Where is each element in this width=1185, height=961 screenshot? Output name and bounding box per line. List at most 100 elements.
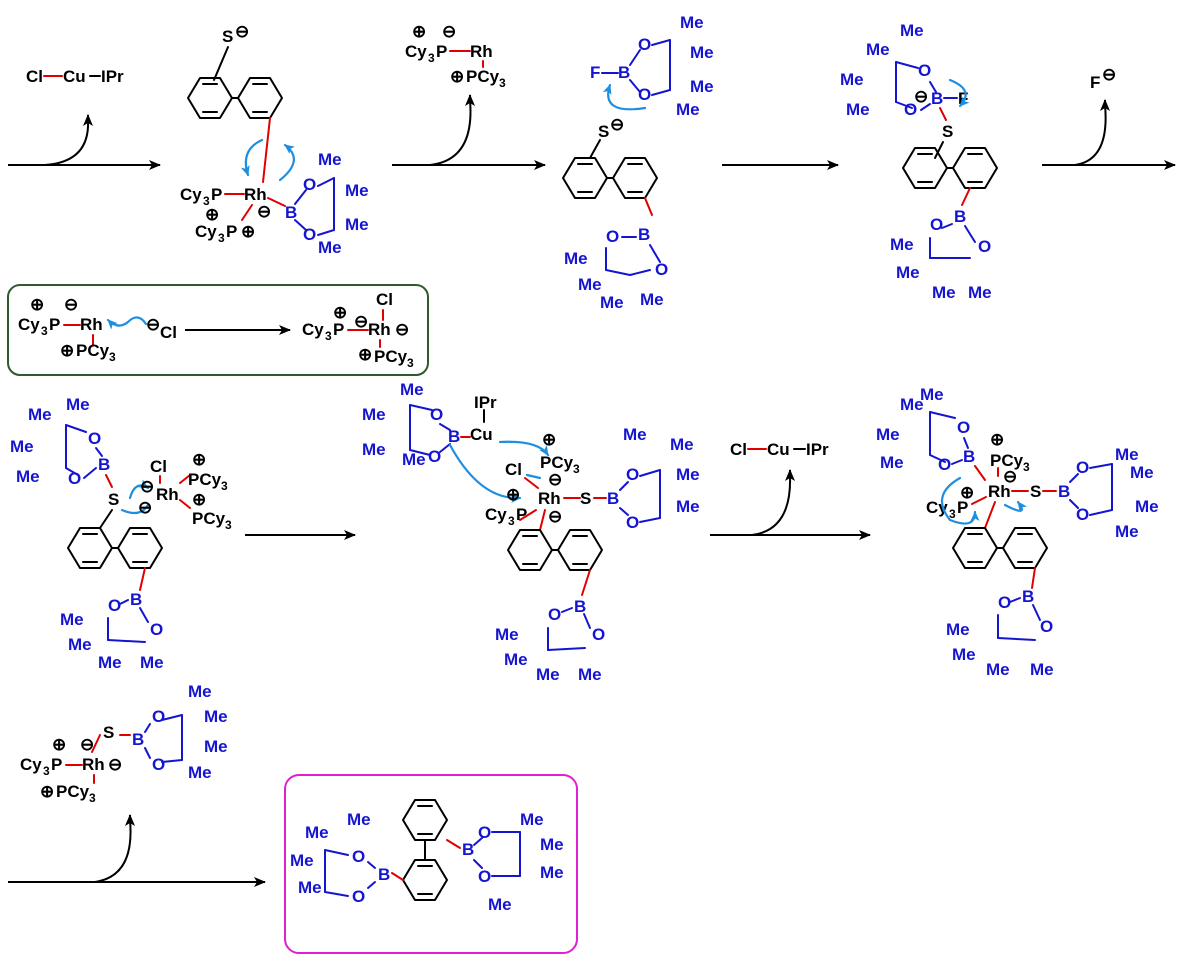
svg-text:⊕: ⊕ <box>52 735 66 754</box>
reaction-arrow-6: Cl Cu IPr <box>710 440 871 540</box>
svg-text:O: O <box>638 35 651 54</box>
svg-text:O: O <box>352 887 365 906</box>
svg-text:Me: Me <box>564 249 588 268</box>
svg-text:3: 3 <box>89 791 96 805</box>
svg-text:O: O <box>1040 617 1053 636</box>
svg-text:3: 3 <box>1023 460 1030 474</box>
svg-text:B: B <box>448 427 460 446</box>
svg-text:Me: Me <box>204 737 228 756</box>
svg-text:Me: Me <box>188 763 212 782</box>
svg-text:B: B <box>130 590 142 609</box>
svg-text:⊕: ⊕ <box>412 22 426 41</box>
svg-text:Rh: Rh <box>244 185 267 204</box>
svg-text:O: O <box>303 175 316 194</box>
svg-text:⊖: ⊖ <box>548 470 562 489</box>
svg-text:Me: Me <box>520 810 544 829</box>
svg-text:O: O <box>638 85 651 104</box>
svg-text:PCy: PCy <box>188 470 222 489</box>
svg-text:P: P <box>957 498 968 517</box>
svg-text:Me: Me <box>676 465 700 484</box>
svg-text:O: O <box>478 823 491 842</box>
svg-text:Me: Me <box>932 283 956 302</box>
svg-text:PCy: PCy <box>374 347 408 366</box>
svg-text:O: O <box>68 469 81 488</box>
svg-text:⊕: ⊕ <box>542 430 556 449</box>
svg-text:Me: Me <box>362 440 386 459</box>
svg-text:3: 3 <box>949 507 956 521</box>
svg-text:Me: Me <box>28 405 52 424</box>
svg-text:⊖: ⊖ <box>64 295 78 314</box>
svg-text:Me: Me <box>896 263 920 282</box>
svg-text:Me: Me <box>1115 522 1139 541</box>
svg-text:Me: Me <box>204 707 228 726</box>
svg-text:⊖: ⊖ <box>442 22 456 41</box>
svg-text:3: 3 <box>325 329 332 343</box>
svg-text:Cy: Cy <box>302 320 324 339</box>
svg-text:Cl: Cl <box>376 290 393 309</box>
svg-text:PCy: PCy <box>76 341 110 360</box>
svg-text:O: O <box>918 61 931 80</box>
svg-text:O: O <box>150 620 163 639</box>
svg-text:Cl: Cl <box>730 440 747 459</box>
svg-text:P: P <box>516 505 527 524</box>
svg-text:Me: Me <box>952 645 976 664</box>
svg-text:⊕: ⊕ <box>450 67 464 86</box>
rh-thioboronate-byproduct: Me Me Me Me O O B S ⊕ ⊖ Cy 3 P Rh ⊖ ⊕ PC… <box>20 682 228 805</box>
svg-text:Cu: Cu <box>767 440 790 459</box>
svg-text:B: B <box>132 730 144 749</box>
rh-boryl-aryl-complex: Me Me Me Me O O B ⊕ PCy 3 ⊖ Rh S B O O M… <box>876 385 1159 679</box>
svg-text:Cy: Cy <box>195 222 217 241</box>
svg-text:Me: Me <box>504 650 528 669</box>
svg-text:Me: Me <box>578 665 602 684</box>
svg-text:Me: Me <box>488 895 512 914</box>
svg-text:Me: Me <box>690 77 714 96</box>
svg-text:⊖: ⊖ <box>80 735 94 754</box>
svg-text:S: S <box>598 122 609 141</box>
chloride-coordination-box: ⊕ ⊖ Cy 3 P Rh ⊕ PCy 3 ⊖ Cl Cl ⊕ ⊖ Cy 3 P… <box>7 284 429 376</box>
svg-text:Cy: Cy <box>18 315 40 334</box>
svg-text:⊖: ⊖ <box>146 315 160 334</box>
svg-text:⊖: ⊖ <box>1003 467 1017 486</box>
svg-text:⊕: ⊕ <box>990 430 1004 449</box>
svg-text:⊖: ⊖ <box>235 22 249 41</box>
svg-text:Me: Me <box>345 181 369 200</box>
svg-text:Me: Me <box>540 863 564 882</box>
svg-text:⊕: ⊕ <box>30 295 44 314</box>
rh-chloride-thioboronate-complex: Me Me Me Me O O B S Cl ⊖ Rh ⊖ ⊕ PCy 3 ⊕ … <box>10 395 232 672</box>
svg-text:Me: Me <box>968 283 992 302</box>
svg-text:Me: Me <box>623 425 647 444</box>
svg-text:3: 3 <box>573 462 580 476</box>
svg-text:Me: Me <box>66 395 90 414</box>
svg-text:Me: Me <box>140 653 164 672</box>
svg-text:3: 3 <box>203 194 210 208</box>
svg-text:O: O <box>930 215 943 234</box>
svg-text:Cu: Cu <box>470 425 493 444</box>
svg-text:Me: Me <box>1130 463 1154 482</box>
svg-text:⊖: ⊖ <box>257 202 271 221</box>
svg-text:Me: Me <box>676 100 700 119</box>
svg-text:Me: Me <box>600 293 624 312</box>
svg-text:⊕: ⊕ <box>60 341 74 360</box>
svg-text:3: 3 <box>499 76 506 90</box>
svg-text:Me: Me <box>690 43 714 62</box>
svg-text:3: 3 <box>43 764 50 778</box>
svg-text:⊕: ⊕ <box>358 345 372 364</box>
svg-text:Me: Me <box>920 385 944 404</box>
svg-text:B: B <box>98 455 110 474</box>
svg-text:O: O <box>938 455 951 474</box>
svg-text:S: S <box>1030 482 1041 501</box>
svg-text:O: O <box>88 429 101 448</box>
svg-text:S: S <box>580 489 591 508</box>
reaction-arrow-2: ⊕ ⊖ Cy 3 P Rh ⊕ PCy 3 <box>392 22 546 170</box>
svg-text:B: B <box>1022 587 1034 606</box>
svg-text:IPr: IPr <box>806 440 829 459</box>
svg-text:Me: Me <box>866 40 890 59</box>
svg-text:Cl: Cl <box>160 323 177 342</box>
svg-text:Me: Me <box>986 660 1010 679</box>
svg-text:Me: Me <box>670 435 694 454</box>
svg-text:⊖: ⊖ <box>140 477 154 496</box>
svg-text:Me: Me <box>880 453 904 472</box>
svg-text:PCy: PCy <box>990 451 1024 470</box>
svg-text:O: O <box>152 707 165 726</box>
reaction-arrow-1: Cl Cu IPr <box>8 67 161 170</box>
